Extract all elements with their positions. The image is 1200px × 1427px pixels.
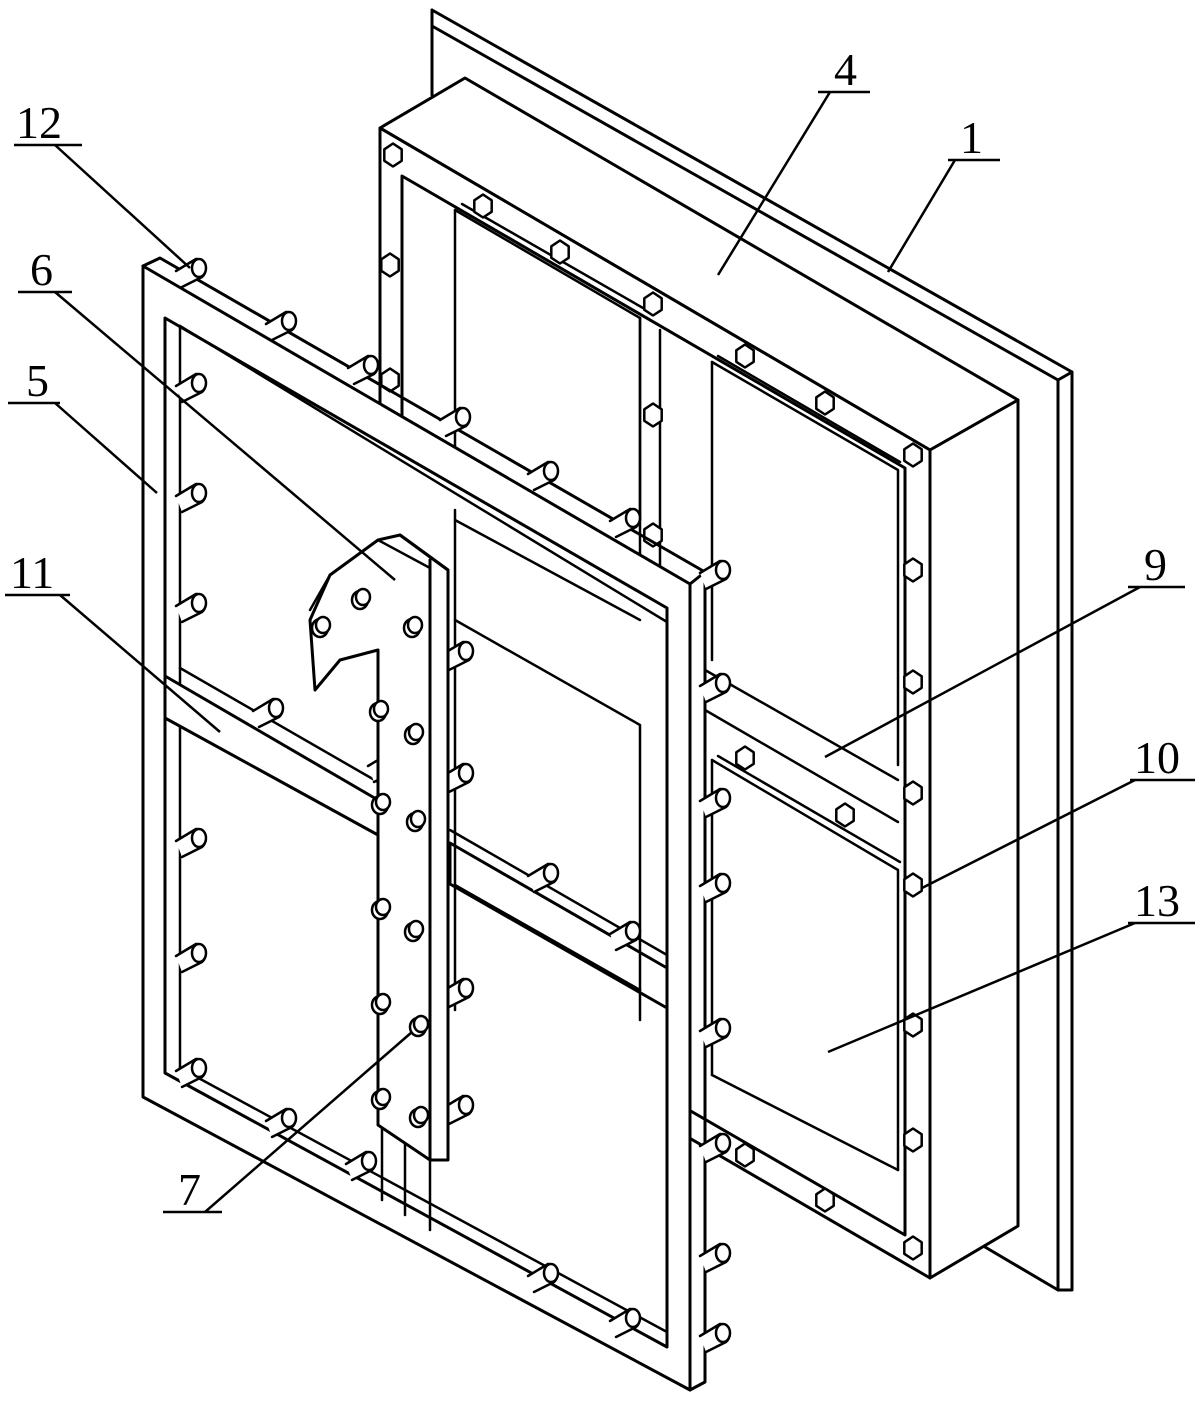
round-bolt xyxy=(310,615,332,639)
stud xyxy=(608,1307,642,1339)
hex-bolt xyxy=(643,291,663,317)
stud xyxy=(441,640,475,672)
hex-bolt xyxy=(815,1187,835,1213)
stud xyxy=(698,559,732,591)
round-bolt xyxy=(370,992,392,1016)
hex-bolt xyxy=(550,239,570,265)
stud xyxy=(441,1094,475,1126)
round-bolt xyxy=(370,792,392,816)
stud xyxy=(264,1107,298,1139)
stud xyxy=(698,872,732,904)
stud xyxy=(608,507,642,539)
stud xyxy=(698,787,732,819)
label-1: 1 xyxy=(960,112,983,163)
label-9: 9 xyxy=(1144,539,1167,590)
hex-bolt xyxy=(383,142,403,168)
round-bolt xyxy=(370,1087,392,1111)
stud xyxy=(174,482,208,514)
stud xyxy=(174,372,208,404)
label-11: 11 xyxy=(10,547,54,598)
round-bolt xyxy=(403,722,425,746)
label-7: 7 xyxy=(178,1164,201,1215)
label-4: 4 xyxy=(834,44,857,95)
hex-bolt xyxy=(835,802,855,828)
stud xyxy=(698,672,732,704)
round-bolt xyxy=(370,897,392,921)
label-10: 10 xyxy=(1134,732,1180,783)
hex-bolt xyxy=(903,442,923,468)
round-bolt xyxy=(408,1014,430,1038)
stud xyxy=(526,862,560,894)
round-bolt xyxy=(408,1105,430,1129)
callouts: 12 6 5 11 4 1 9 10 13 7 xyxy=(5,44,1195,1215)
stud xyxy=(174,942,208,974)
hex-bolt xyxy=(903,780,923,806)
hex-bolt xyxy=(903,1127,923,1153)
stud xyxy=(526,1262,560,1294)
label-13: 13 xyxy=(1134,875,1180,926)
stud xyxy=(344,1150,378,1182)
hex-bolt xyxy=(903,872,923,898)
stud xyxy=(174,1057,208,1089)
round-bolt xyxy=(402,615,424,639)
stud xyxy=(438,406,472,438)
stud xyxy=(698,1322,732,1354)
hex-bolt xyxy=(735,1142,755,1168)
stud xyxy=(698,1132,732,1164)
stud xyxy=(526,460,560,492)
hex-bolt xyxy=(903,557,923,583)
clamp-bolts xyxy=(310,587,430,1129)
hex-bolt xyxy=(643,402,663,428)
round-bolt xyxy=(403,919,425,943)
back-plate xyxy=(430,8,1074,1292)
stud xyxy=(441,762,475,794)
stud xyxy=(346,354,380,386)
round-bolt xyxy=(405,809,427,833)
label-6: 6 xyxy=(30,244,53,295)
stud xyxy=(264,310,298,342)
hex-bolt xyxy=(903,1235,923,1261)
hex-bolt xyxy=(815,390,835,416)
stud xyxy=(698,1017,732,1049)
clamp-plate xyxy=(308,533,450,1162)
hex-bolt xyxy=(735,343,755,369)
stud xyxy=(174,257,208,289)
stud xyxy=(698,1242,732,1274)
stud xyxy=(174,827,208,859)
hex-bolt xyxy=(903,669,923,695)
hex-bolt xyxy=(380,252,400,278)
stud xyxy=(251,697,285,729)
round-bolt xyxy=(368,699,390,723)
hex-bolt xyxy=(473,193,493,219)
stud xyxy=(174,592,208,624)
label-12: 12 xyxy=(16,97,62,148)
stud xyxy=(608,920,642,952)
round-bolt xyxy=(350,587,372,611)
stud xyxy=(441,977,475,1009)
hex-bolt xyxy=(735,745,755,771)
label-5: 5 xyxy=(26,355,49,406)
